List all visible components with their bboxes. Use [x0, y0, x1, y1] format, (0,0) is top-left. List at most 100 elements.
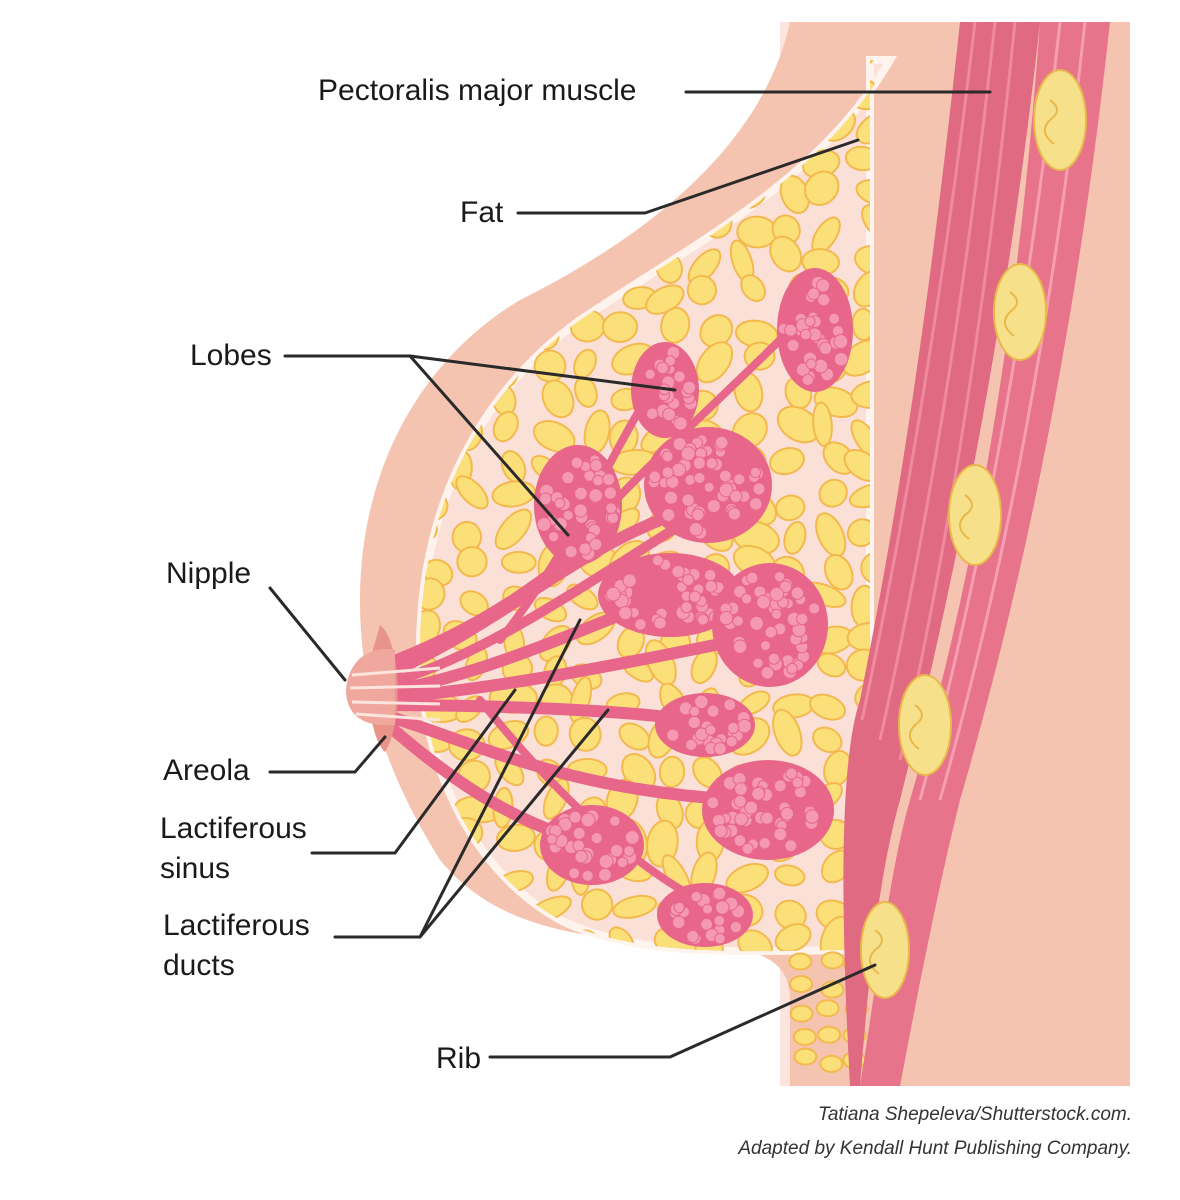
fat-blob: [455, 475, 489, 510]
fat-blob: [420, 174, 434, 222]
leader-rib: [488, 963, 877, 1059]
leader-fat: [516, 138, 860, 215]
fat-blob: [571, 219, 612, 242]
fat-blob: [420, 914, 440, 952]
fat-blob: [532, 420, 576, 453]
fat-blob: [615, 110, 651, 135]
label-lactiferous-sinus-line1: Lactiferous: [160, 812, 307, 845]
label-lactiferous-sinus-line2: sinus: [160, 852, 230, 885]
nipple-duct-openings: [349, 666, 441, 722]
fat-blob: [689, 60, 721, 74]
fat-blob: [564, 178, 602, 217]
fat-blob: [612, 894, 658, 919]
fat-blob: [487, 246, 519, 273]
fat-blob: [610, 174, 644, 208]
fat-blob: [565, 150, 603, 171]
lobe: [712, 563, 828, 687]
fat-blob: [809, 693, 846, 721]
fat-blob: [774, 923, 812, 952]
fat-blob: [526, 110, 558, 141]
fat-blob: [533, 715, 559, 747]
fat-blob: [449, 105, 485, 138]
label-lactiferous-ducts-line2: ducts: [163, 949, 235, 982]
fat-blob: [774, 864, 806, 887]
lobe: [644, 427, 772, 543]
label-lactiferous-ducts-line1: Lactiferous: [163, 909, 310, 942]
lobe: [777, 268, 853, 392]
fat-blob: [792, 1027, 817, 1046]
fat-blob: [639, 75, 681, 104]
fat-blob: [789, 1004, 814, 1023]
fat-blob: [699, 314, 734, 348]
fat-blob: [783, 521, 807, 555]
fat-blob: [815, 999, 840, 1018]
fat-blob: [492, 410, 519, 443]
lobe: [655, 693, 755, 757]
fat-blob: [461, 242, 497, 268]
leader-areola: [268, 735, 387, 774]
fat-blob: [730, 60, 764, 72]
fat-blob: [504, 148, 531, 179]
fat-blob: [500, 550, 537, 574]
credit-line-2: Adapted by Kendall Hunt Publishing Compa…: [737, 1138, 1132, 1159]
fat-blob: [774, 899, 807, 931]
fat-blob: [648, 145, 682, 182]
fat-blob: [455, 60, 486, 75]
fat-blob: [820, 951, 845, 970]
ribs: [860, 69, 1087, 999]
fat-blob: [818, 478, 848, 508]
fat-blob: [769, 235, 803, 273]
label-pectoralis-major-muscle: Pectoralis major muscle: [318, 74, 636, 107]
label-fat: Fat: [460, 196, 504, 229]
fat-blob: [420, 238, 435, 279]
fat-blob: [686, 274, 718, 306]
fat-blob: [817, 1025, 842, 1044]
rib: [898, 674, 952, 776]
rib: [1033, 69, 1087, 171]
fat-blob: [658, 755, 686, 789]
fat-blob: [656, 60, 691, 72]
fat-blob: [456, 546, 488, 578]
fat-blob: [601, 311, 639, 343]
fat-blob: [422, 279, 457, 322]
fat-blob: [451, 280, 485, 325]
fat-blob: [769, 447, 805, 476]
fat-blob: [803, 170, 840, 206]
fat-blob: [528, 207, 565, 241]
leader-lines: [268, 90, 992, 1059]
rib: [860, 901, 910, 999]
fat-blob: [812, 726, 843, 754]
fat-blob: [420, 305, 458, 348]
fat-blob: [695, 341, 734, 384]
leader-sinus: [310, 688, 517, 855]
leader-nipple: [268, 586, 347, 682]
fat-blob: [793, 1047, 818, 1066]
fat-blob: [494, 508, 533, 550]
leader-lobes: [283, 354, 677, 537]
fat-blob: [644, 106, 679, 132]
fat-blob: [788, 952, 813, 971]
fat-blob: [693, 110, 731, 140]
fat-blob: [503, 921, 530, 950]
lobe: [598, 553, 742, 637]
fat-blob: [541, 379, 575, 419]
label-areola: Areola: [163, 754, 250, 787]
label-lobes: Lobes: [190, 339, 272, 372]
fat-blob: [535, 235, 562, 283]
fat-blob: [421, 889, 459, 918]
fat-blob: [789, 975, 814, 994]
fat-blob: [819, 1054, 844, 1073]
fat-blob: [453, 141, 482, 187]
rib: [993, 263, 1047, 361]
lobe: [540, 805, 644, 885]
fat-blob: [580, 888, 614, 921]
fat-blob: [571, 112, 607, 148]
leader-ducts: [333, 618, 610, 939]
fat-blob: [812, 401, 833, 448]
fat-blob: [420, 130, 446, 177]
muscle-fibers: [860, 21, 1017, 761]
label-nipple: Nipple: [166, 557, 251, 590]
fat-blob: [660, 306, 691, 344]
fat-blob: [823, 553, 854, 591]
